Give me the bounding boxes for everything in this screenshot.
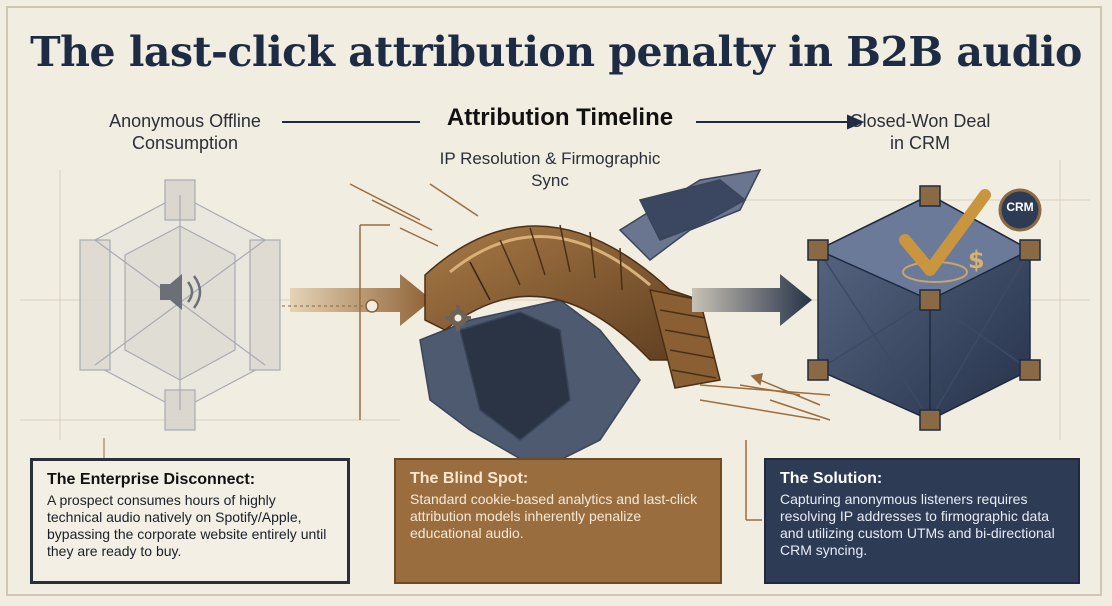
return-arrows [752, 374, 830, 420]
card-body: Capturing anonymous listeners requires r… [780, 491, 1064, 559]
page-title: The last-click attribution penalty in B2… [0, 28, 1112, 76]
card-title: The Solution: [780, 470, 1064, 488]
card-body: Standard cookie-based analytics and last… [410, 491, 706, 542]
card-blind-spot: The Blind Spot: Standard cookie-based an… [394, 458, 722, 584]
card-solution: The Solution: Capturing anonymous listen… [764, 458, 1080, 584]
crm-badge-label: CRM [1004, 200, 1036, 214]
timeline-label: Attribution Timeline [420, 104, 700, 132]
card-title: The Enterprise Disconnect: [47, 471, 333, 489]
stage-label-end: Closed-Won Deal in CRM [845, 110, 995, 154]
card-enterprise-disconnect: The Enterprise Disconnect: A prospect co… [30, 458, 350, 584]
flow-arrow-left [282, 274, 432, 326]
svg-text:$: $ [968, 246, 985, 274]
stage-label-middle: IP Resolution & Firmographic Sync [430, 148, 670, 192]
stage-label-start: Anonymous Offline Consumption [90, 110, 280, 154]
card-body: A prospect consumes hours of highly tech… [47, 492, 333, 560]
card-title: The Blind Spot: [410, 470, 706, 488]
dollar-icon: $ [968, 246, 985, 274]
flow-arrow-right [692, 274, 812, 326]
